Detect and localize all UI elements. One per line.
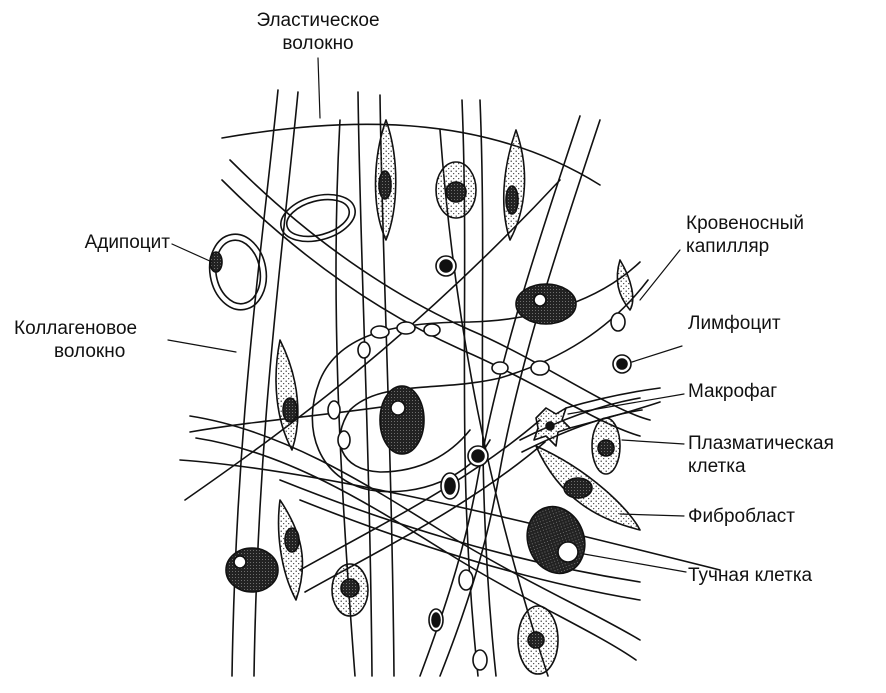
label-collagen-fiber-line2: волокно bbox=[14, 340, 174, 363]
label-blood-capillary-line2: капилляр bbox=[686, 235, 876, 258]
label-fibroblast-line1: Фибробласт bbox=[688, 505, 868, 528]
label-lymphocyte-line1: Лимфоцит bbox=[688, 312, 868, 335]
label-macrophage: Макрофаг bbox=[688, 380, 868, 403]
label-fibroblast: Фибробласт bbox=[688, 505, 868, 528]
label-plasma-cell-line1: Плазматическая bbox=[688, 432, 878, 455]
label-plasma-cell: Плазматическая клетка bbox=[688, 432, 878, 478]
label-mast-cell-line1: Тучная клетка bbox=[688, 564, 878, 587]
label-blood-capillary-line1: Кровеносный bbox=[686, 212, 876, 235]
label-elastic-fiber-line1: Эластическое bbox=[228, 9, 408, 32]
label-blood-capillary: Кровеносный капилляр bbox=[686, 212, 876, 258]
label-mast-cell: Тучная клетка bbox=[688, 564, 878, 587]
label-collagen-fiber-line1: Коллагеновое bbox=[14, 317, 174, 340]
label-elastic-fiber: Эластическое волокно bbox=[228, 9, 408, 55]
label-adipocyte: Адипоцит bbox=[30, 231, 170, 254]
label-macrophage-line1: Макрофаг bbox=[688, 380, 868, 403]
label-elastic-fiber-line2: волокно bbox=[228, 32, 408, 55]
label-collagen-fiber: Коллагеновое волокно bbox=[14, 317, 174, 363]
label-adipocyte-line1: Адипоцит bbox=[30, 231, 170, 254]
label-plasma-cell-line2: клетка bbox=[688, 455, 878, 478]
label-lymphocyte: Лимфоцит bbox=[688, 312, 868, 335]
